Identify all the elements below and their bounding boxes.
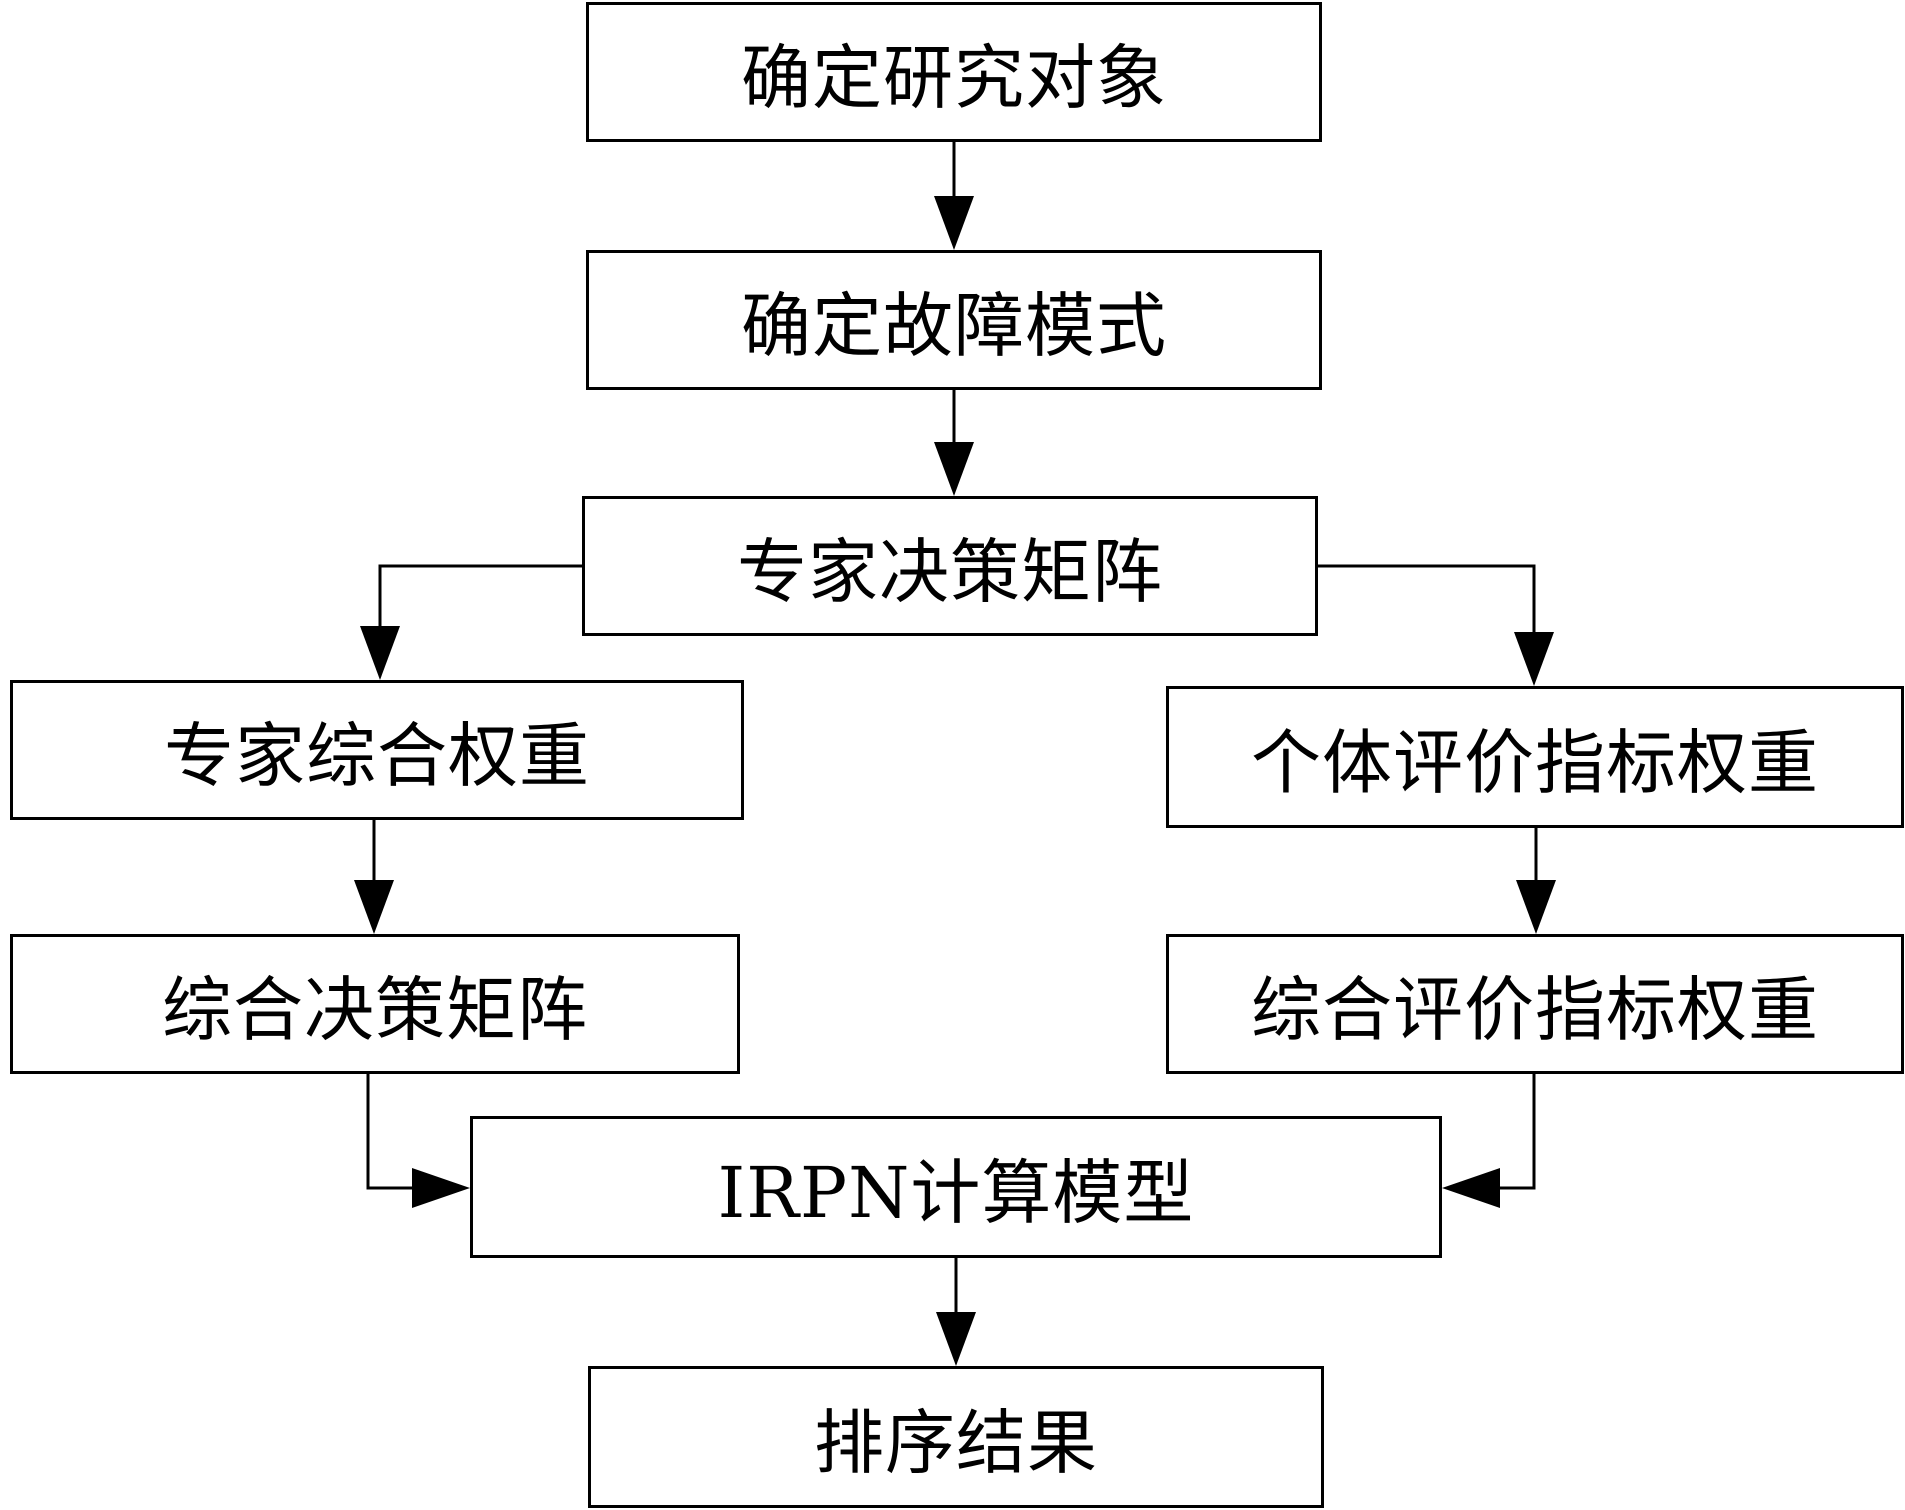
arrowhead-n6-n8 xyxy=(412,1168,470,1208)
node-individual-index-weight: 个体评价指标权重 xyxy=(1166,686,1904,828)
node-comprehensive-decision-matrix: 综合决策矩阵 xyxy=(10,934,740,1074)
node-expert-decision-matrix: 专家决策矩阵 xyxy=(582,496,1318,636)
edge-n3-n5 xyxy=(1318,564,1536,640)
arrowhead-n7-n8 xyxy=(1442,1168,1500,1208)
arrowhead-n1-n2 xyxy=(934,196,974,250)
arrowhead-n8-n9 xyxy=(936,1312,976,1366)
node-determine-research-object: 确定研究对象 xyxy=(586,2,1322,142)
node-comprehensive-index-weight: 综合评价指标权重 xyxy=(1166,934,1904,1074)
node-irpn-model: IRPN计算模型 xyxy=(470,1116,1442,1258)
arrowhead-n3-n5 xyxy=(1514,632,1554,686)
edge-n3-n4 xyxy=(378,564,582,634)
edge-n6-n8 xyxy=(366,1074,424,1190)
node-expert-comprehensive-weight: 专家综合权重 xyxy=(10,680,744,820)
arrowhead-n2-n3 xyxy=(934,442,974,496)
arrowhead-n5-n7 xyxy=(1516,880,1556,934)
node-ranking-result: 排序结果 xyxy=(588,1366,1324,1508)
arrowhead-n3-n4 xyxy=(360,626,400,680)
edge-n7-n8 xyxy=(1488,1074,1536,1190)
node-determine-failure-mode: 确定故障模式 xyxy=(586,250,1322,390)
arrowhead-n4-n6 xyxy=(354,880,394,934)
